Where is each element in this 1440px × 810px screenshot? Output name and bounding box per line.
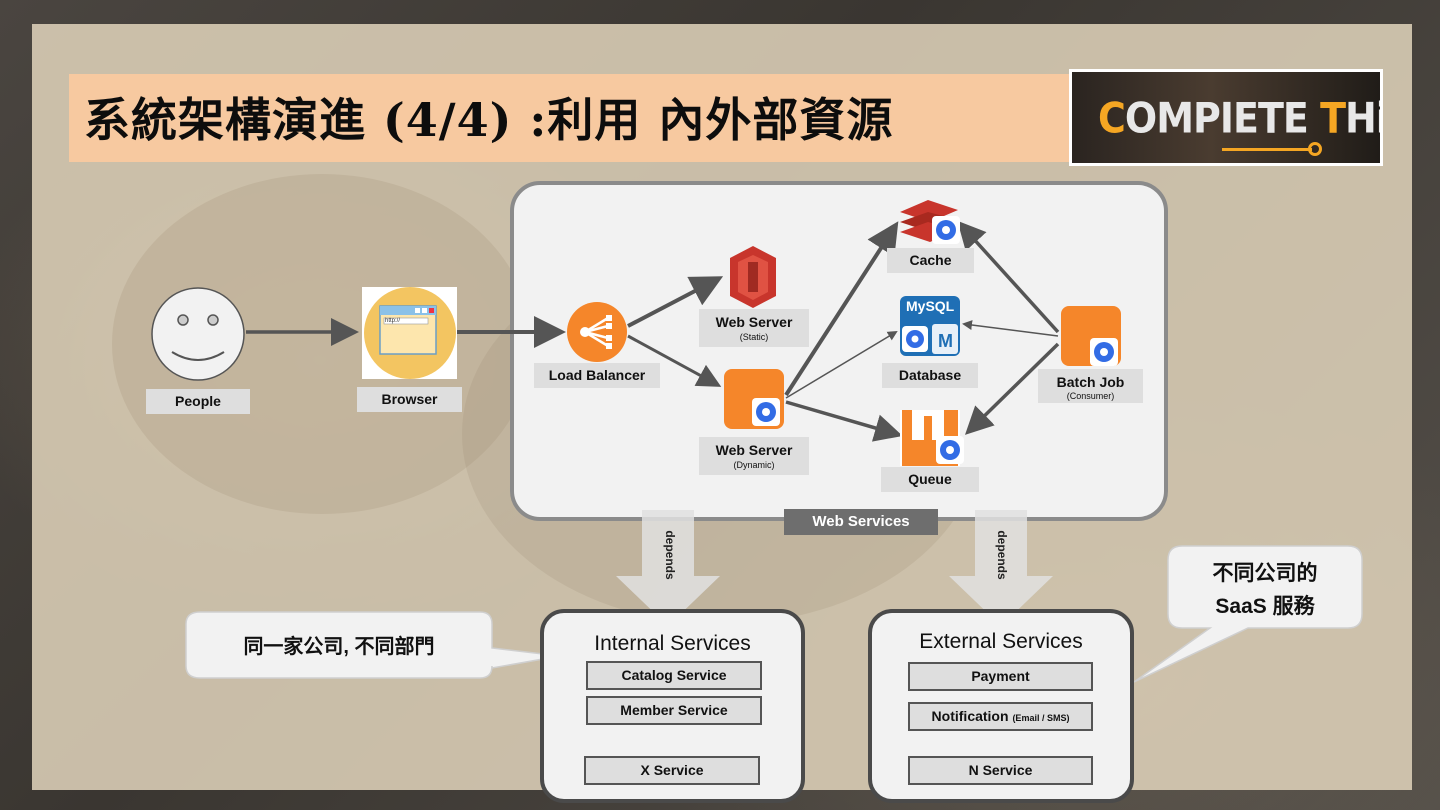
queue-label: Queue <box>881 467 979 492</box>
browser-label: Browser <box>357 387 462 412</box>
web-server-static-title: Web Server <box>715 314 793 330</box>
web-server-dynamic-label: Web Server (Dynamic) <box>699 437 809 475</box>
database-label: Database <box>882 363 978 388</box>
logo-dot <box>1308 142 1322 156</box>
depends-left-text: depends <box>663 530 677 580</box>
arrow-batch-queue <box>964 342 1060 435</box>
callout-right-line2: SaaS 服務 <box>1215 595 1315 618</box>
callout-left-text: 同一家公司, 不同部門 <box>243 636 435 658</box>
web-server-dynamic-sub: (Dynamic) <box>733 460 775 471</box>
database-mysql-icon <box>900 296 960 356</box>
batch-job-title: Batch Job <box>1056 374 1125 390</box>
notification-sub: (Email / SMS) <box>1012 713 1070 723</box>
depends-arrow-left <box>616 510 720 626</box>
arrow-lb-dynamic <box>627 334 722 387</box>
external-services-title: External Services <box>919 630 1083 653</box>
n-service-box: N Service <box>908 756 1093 785</box>
callout-right-line1: 不同公司的 <box>1212 562 1318 585</box>
batch-job-icon <box>1061 306 1121 366</box>
web-server-static-label: Web Server (Static) <box>699 309 809 347</box>
payment-box: Payment <box>908 662 1093 691</box>
arrow-dynamic-queue <box>785 400 903 442</box>
static-server-icon <box>730 246 776 308</box>
arrow-lb-static <box>627 276 724 328</box>
arrow-batch-database <box>962 320 1059 337</box>
callout-left-bubble <box>185 611 561 679</box>
load-balancer-icon <box>567 302 627 362</box>
dynamic-server-icon <box>724 369 784 429</box>
callout-right-bubble <box>1133 545 1363 683</box>
depends-arrow-right <box>949 510 1053 626</box>
slide-title: 系統架構演進 (4/4) :利用 內外部資源 <box>84 93 894 147</box>
browser-icon <box>362 287 457 379</box>
cache-redis-icon <box>900 200 960 244</box>
people-label: People <box>146 389 250 414</box>
mysql-logo-text: MySQL <box>906 298 955 314</box>
web-services-label: Web Services <box>784 509 938 535</box>
batch-job-label: Batch Job (Consumer) <box>1038 369 1143 403</box>
logo-wordmark: COMPIETE THiNK <box>1098 93 1380 143</box>
web-server-dynamic-title: Web Server <box>715 442 793 458</box>
notification-box: Notification (Email / SMS) <box>908 702 1093 731</box>
load-balancer-label: Load Balancer <box>534 363 660 388</box>
arrow-batch-cache <box>957 220 1060 334</box>
arrow-dynamic-cache <box>784 221 899 397</box>
notification-text: Notification <box>931 708 1009 724</box>
cache-label: Cache <box>887 248 974 273</box>
people-smiley-icon <box>151 287 245 381</box>
mysql-m-text: M <box>938 331 953 351</box>
brand-logo: COMPIETE THiNK <box>1069 69 1383 166</box>
catalog-service-box: Catalog Service <box>586 661 762 690</box>
batch-job-sub: (Consumer) <box>1066 391 1115 402</box>
title-bar <box>69 74 1069 162</box>
logo-underline <box>1222 148 1312 151</box>
web-server-static-sub: (Static) <box>739 332 769 343</box>
browser-url-text: http:// <box>385 318 401 324</box>
x-service-box: X Service <box>584 756 760 785</box>
queue-icon <box>900 410 964 466</box>
arrow-dynamic-database <box>785 330 898 399</box>
internal-services-title: Internal Services <box>594 632 751 655</box>
member-service-box: Member Service <box>586 696 762 725</box>
depends-right-text: depends <box>995 530 1009 580</box>
